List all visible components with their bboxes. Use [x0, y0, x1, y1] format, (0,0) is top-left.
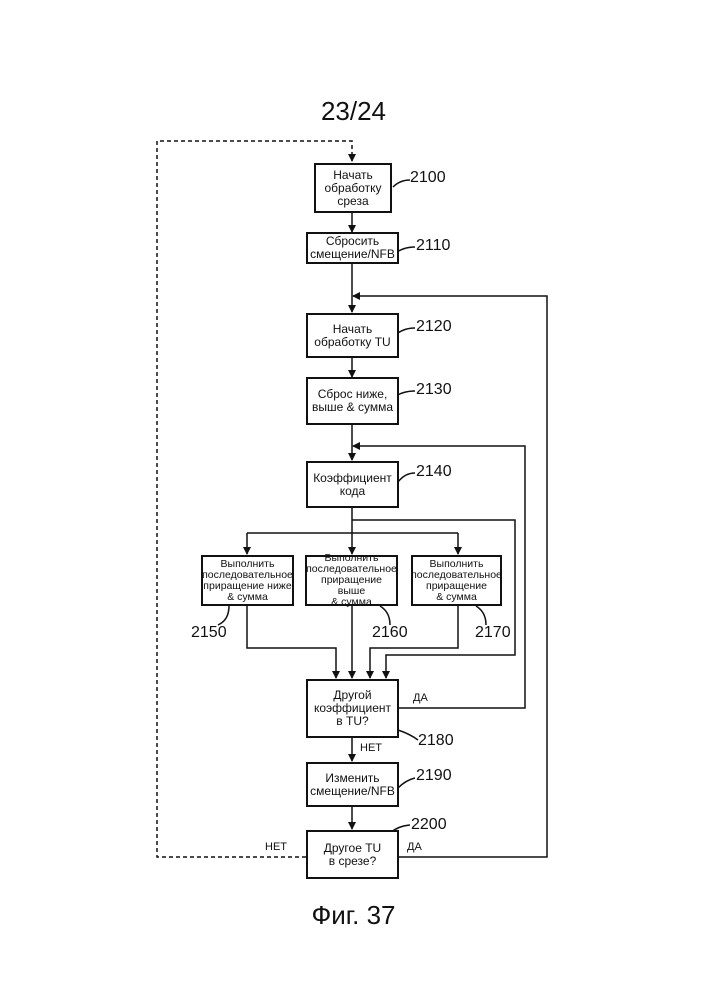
ref-2150: 2150	[191, 624, 227, 642]
node-2200: Другое TU в срезе?	[306, 830, 399, 879]
figure-caption: Фиг. 37	[0, 900, 707, 931]
ref-2170: 2170	[475, 624, 511, 642]
node-2120-text: Начать обработку TU	[314, 323, 390, 349]
ref-2180: 2180	[418, 732, 454, 750]
ref-2190: 2190	[416, 767, 452, 785]
node-2180-text: Другой коэффициент в TU?	[314, 689, 391, 728]
label-2180-yes: ДА	[413, 692, 428, 704]
label-2180-no: НЕТ	[360, 742, 382, 754]
node-2200-text: Другое TU в срезе?	[324, 842, 381, 868]
ref-2140: 2140	[416, 463, 452, 481]
ref-2110: 2110	[416, 237, 450, 255]
label-2200-no: НЕТ	[265, 841, 287, 853]
ref-2130: 2130	[416, 381, 452, 399]
node-2140: Коэффициент кода	[306, 461, 399, 508]
ref-2200: 2200	[411, 816, 447, 834]
leader-2190	[398, 778, 415, 788]
node-2100: Начать обработку среза	[314, 163, 392, 213]
leader-2160	[380, 606, 390, 625]
ref-2120: 2120	[416, 318, 452, 336]
edge-2150-2180	[247, 606, 336, 678]
node-2180: Другой коэффициент в TU?	[306, 679, 399, 738]
leader-2150	[218, 606, 229, 625]
leader-2100	[393, 180, 410, 187]
node-2110: Сбросить смещение/NFB	[306, 232, 399, 264]
node-2150-text: Выполнить последовательное приращение ни…	[202, 559, 293, 603]
node-2170-text: Выполнить последовательное приращение & …	[411, 559, 502, 603]
node-2140-text: Коэффициент кода	[313, 472, 392, 498]
node-2170: Выполнить последовательное приращение & …	[411, 555, 502, 606]
leader-2180	[398, 730, 418, 740]
node-2160: Выполнить последовательное приращение вы…	[305, 555, 398, 606]
node-2110-text: Сбросить смещение/NFB	[310, 235, 395, 261]
node-2160-text: Выполнить последовательное приращение вы…	[306, 553, 397, 608]
edge-2170-2180	[370, 606, 458, 678]
node-2130: Сброс ниже, выше & сумма	[306, 377, 399, 425]
node-2100-text: Начать обработку среза	[324, 169, 381, 208]
leader-2170	[476, 606, 486, 625]
node-2190-text: Изменить смещение/NFB	[310, 772, 395, 798]
ref-2100: 2100	[410, 169, 446, 187]
node-2150: Выполнить последовательное приращение ни…	[201, 555, 294, 606]
node-2120: Начать обработку TU	[306, 313, 399, 358]
node-2190: Изменить смещение/NFB	[306, 762, 399, 807]
leader-2140	[398, 473, 415, 482]
label-2200-yes: ДА	[407, 841, 422, 853]
node-2130-text: Сброс ниже, выше & сумма	[312, 388, 393, 414]
ref-2160: 2160	[372, 624, 408, 642]
